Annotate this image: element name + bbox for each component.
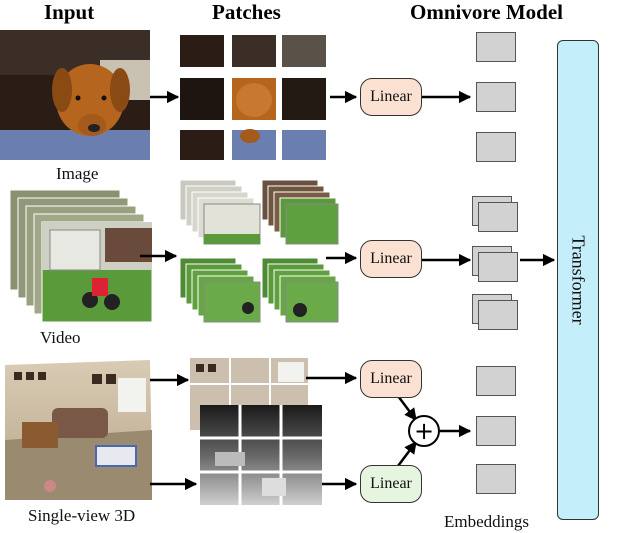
add-operator: + — [408, 415, 440, 447]
transformer-block: Transformer — [557, 40, 599, 520]
embedding-token — [478, 252, 518, 282]
embedding-token — [478, 202, 518, 232]
linear-block-image: Linear — [360, 78, 422, 116]
linear-block-depth: Linear — [360, 465, 422, 503]
header-omnivore-model: Omnivore Model — [410, 0, 564, 24]
embedding-token — [476, 366, 516, 396]
header-input: Input — [44, 0, 95, 24]
depth-patch-layer — [200, 405, 322, 505]
linear-block-video: Linear — [360, 240, 422, 278]
video-patches — [179, 179, 339, 323]
caption-single-view-3d: Single-view 3D — [28, 506, 136, 525]
transformer-label: Transformer — [568, 235, 589, 325]
embedding-token — [476, 132, 516, 162]
caption-image: Image — [56, 164, 99, 183]
embedding-token — [476, 416, 516, 446]
video-frames — [9, 189, 153, 323]
embedding-token — [476, 82, 516, 112]
embedding-token — [476, 464, 516, 494]
embedding-token — [476, 32, 516, 62]
linear-block-rgb: Linear — [360, 360, 422, 398]
dog-image — [0, 30, 150, 160]
rgbd-image — [5, 360, 152, 500]
header-patches: Patches — [212, 0, 281, 24]
embedding-token — [478, 300, 518, 330]
caption-video: Video — [40, 328, 81, 347]
caption-embeddings: Embeddings — [444, 512, 529, 531]
image-patches — [180, 35, 326, 160]
